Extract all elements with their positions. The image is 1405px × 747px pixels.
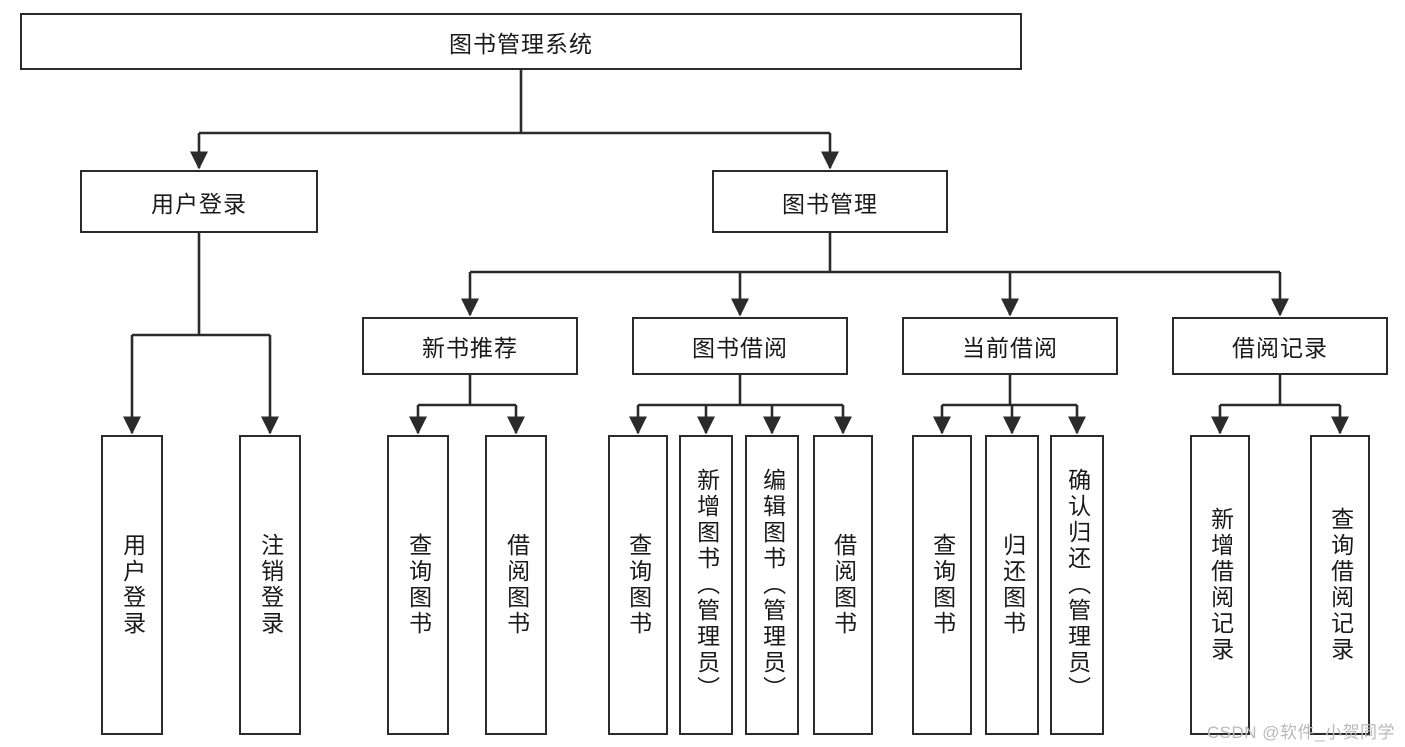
leaf-records-add-record-label: 新增借阅记录 bbox=[1207, 507, 1234, 663]
leaf-newbooks-borrow-books-label: 借阅图书 bbox=[503, 533, 530, 637]
node-user-login-label: 用户登录 bbox=[151, 190, 247, 217]
leaf-borrow-borrow-books[interactable]: 借阅图书 bbox=[813, 435, 873, 735]
leaf-current-confirm-return-admin-label: 确认归还（管理员） bbox=[1064, 468, 1091, 702]
leaf-logout[interactable]: 注销登录 bbox=[239, 435, 301, 735]
leaf-borrow-query-books-label: 查询图书 bbox=[625, 533, 652, 637]
node-current-borrow-label: 当前借阅 bbox=[962, 335, 1058, 361]
node-book-borrow-label: 图书借阅 bbox=[692, 335, 788, 361]
node-book-management[interactable]: 图书管理 bbox=[712, 170, 948, 233]
leaf-current-return-books-label: 归还图书 bbox=[999, 533, 1026, 637]
leaf-newbooks-query-books[interactable]: 查询图书 bbox=[387, 435, 449, 735]
leaf-logout-label: 注销登录 bbox=[257, 533, 284, 637]
node-new-book-recommend-label: 新书推荐 bbox=[422, 335, 518, 361]
leaf-borrow-borrow-books-label: 借阅图书 bbox=[830, 533, 857, 637]
leaf-current-query-books-label: 查询图书 bbox=[929, 533, 956, 637]
node-user-login[interactable]: 用户登录 bbox=[80, 170, 318, 233]
node-borrow-records[interactable]: 借阅记录 bbox=[1172, 317, 1388, 375]
leaf-current-query-books[interactable]: 查询图书 bbox=[912, 435, 972, 735]
leaf-current-return-books[interactable]: 归还图书 bbox=[985, 435, 1039, 735]
node-book-management-label: 图书管理 bbox=[782, 190, 878, 217]
leaf-borrow-edit-book-admin[interactable]: 编辑图书（管理员） bbox=[745, 435, 799, 735]
leaf-records-add-record[interactable]: 新增借阅记录 bbox=[1190, 435, 1250, 735]
watermark-text: CSDN @软件_小贺同学 bbox=[1206, 723, 1395, 742]
leaf-current-confirm-return-admin[interactable]: 确认归还（管理员） bbox=[1050, 435, 1104, 735]
node-root-label: 图书管理系统 bbox=[449, 30, 593, 57]
node-current-borrow[interactable]: 当前借阅 bbox=[902, 317, 1118, 375]
node-new-book-recommend[interactable]: 新书推荐 bbox=[362, 317, 578, 375]
leaf-borrow-add-book-admin-label: 新增图书（管理员） bbox=[693, 468, 720, 702]
leaf-borrow-edit-book-admin-label: 编辑图书（管理员） bbox=[759, 468, 786, 702]
leaf-newbooks-borrow-books[interactable]: 借阅图书 bbox=[485, 435, 547, 735]
leaf-records-query-record-label: 查询借阅记录 bbox=[1327, 507, 1354, 663]
leaf-borrow-query-books[interactable]: 查询图书 bbox=[608, 435, 668, 735]
node-borrow-records-label: 借阅记录 bbox=[1232, 335, 1328, 361]
leaf-user-login-label: 用户登录 bbox=[119, 533, 146, 637]
leaf-newbooks-query-books-label: 查询图书 bbox=[405, 533, 432, 637]
node-book-borrow[interactable]: 图书借阅 bbox=[632, 317, 848, 375]
leaf-borrow-add-book-admin[interactable]: 新增图书（管理员） bbox=[679, 435, 733, 735]
leaf-user-login[interactable]: 用户登录 bbox=[101, 435, 163, 735]
leaf-records-query-record[interactable]: 查询借阅记录 bbox=[1310, 435, 1370, 735]
node-root[interactable]: 图书管理系统 bbox=[20, 13, 1022, 70]
